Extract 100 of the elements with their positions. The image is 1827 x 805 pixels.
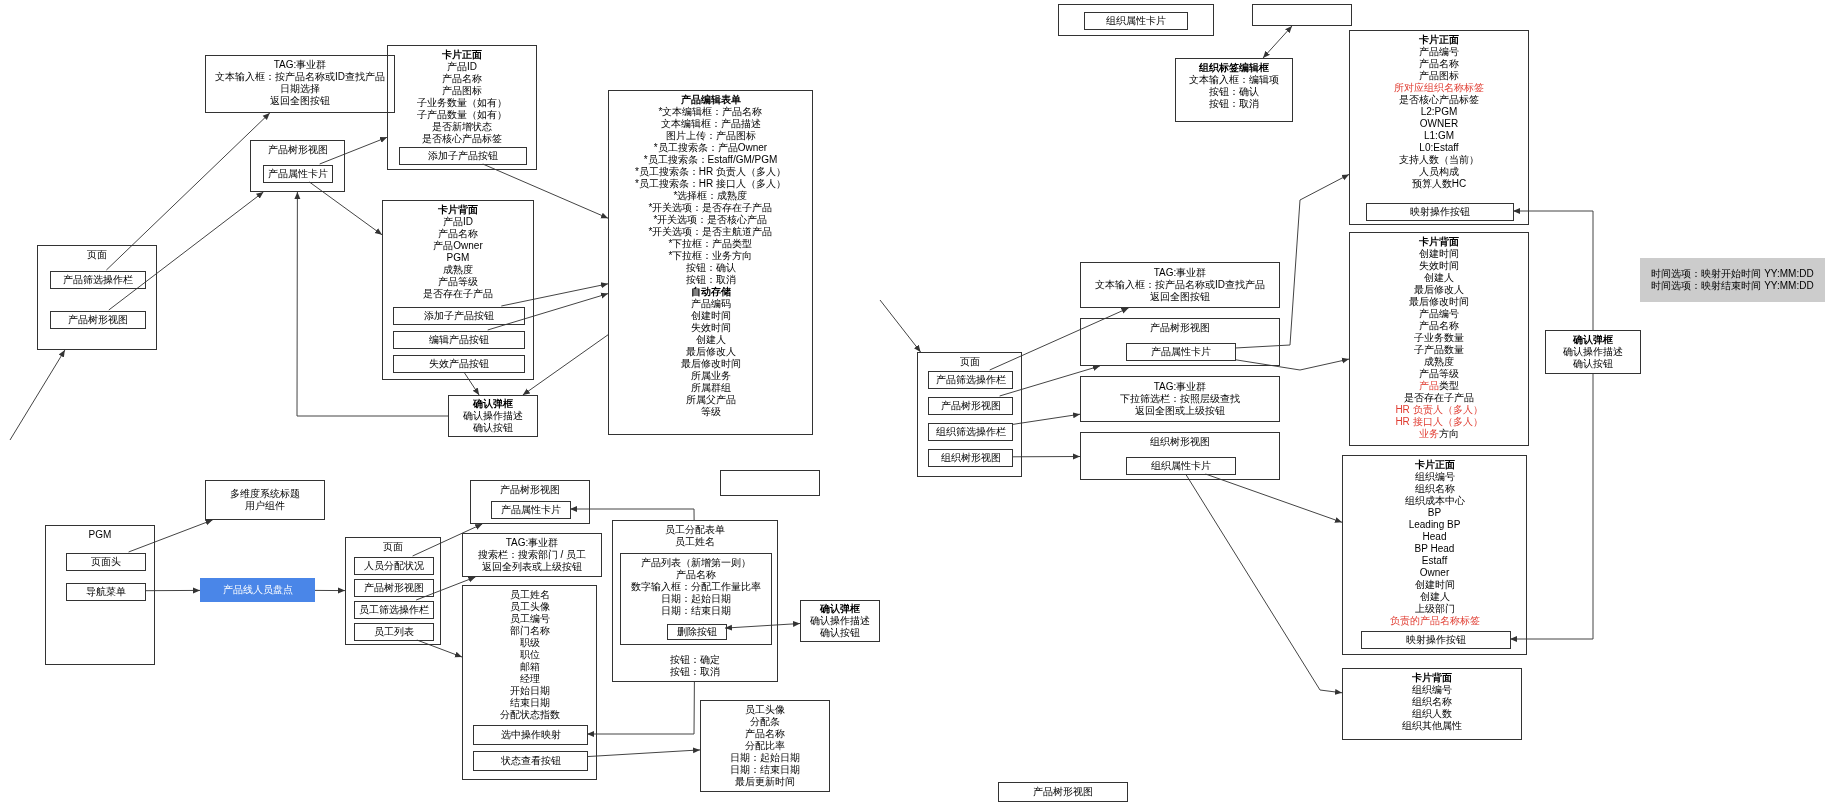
text-line: 最后修改人: [684, 346, 737, 358]
text-line: 子业务数量（如有）: [416, 97, 508, 109]
text-line: 员工头像: [744, 704, 786, 716]
text-line: 所属业务: [689, 370, 732, 382]
text-line: 等级: [699, 406, 722, 418]
text-line: 数字输入框：分配工作量比率: [630, 581, 762, 593]
text-line: 组织成本中心: [1403, 495, 1466, 507]
note-box: [1640, 258, 1825, 302]
text-line: *选择框：成熟度: [672, 190, 749, 202]
component-box: [800, 600, 880, 642]
component-box: [50, 311, 146, 329]
heading: 卡片正面: [441, 49, 483, 61]
text-line: 是否核心产品标签: [1398, 94, 1480, 106]
arrow: [1185, 473, 1343, 695]
arrow: [1205, 473, 1343, 523]
component-box: [393, 355, 525, 373]
text-line: Estaff: [1420, 555, 1449, 567]
component-box: [354, 557, 434, 575]
text-line: 产品属性卡片: [1150, 346, 1212, 358]
text-line: 产品树形视图: [67, 314, 129, 326]
text-line: 失效时间: [1418, 260, 1460, 272]
text-line: *开关选项：是否核心产品: [652, 214, 769, 226]
heading: 产品编辑表单: [679, 94, 742, 106]
text-line: 确认操作描述: [1562, 346, 1624, 358]
component-box: [928, 449, 1013, 467]
text-line: 删除按钮: [676, 626, 718, 638]
arrow: [308, 181, 383, 236]
component-box: [608, 90, 813, 435]
text-line: 导航菜单: [85, 586, 127, 598]
text-line: 组织名称: [1411, 696, 1453, 708]
arrow: [482, 163, 609, 219]
text-line: TAG:事业群: [504, 537, 560, 549]
text-line: 状态查看按钮: [499, 755, 562, 767]
text-line: 页面: [382, 541, 404, 553]
text-line: PGM: [445, 252, 471, 264]
text-line: 开始日期: [508, 685, 551, 697]
text-line: 返回全列表或上级按钮: [481, 561, 583, 573]
heading: 卡片背面: [437, 204, 479, 216]
text-line: 组织筛选操作栏: [934, 426, 1007, 438]
arrow: [108, 191, 264, 311]
heading: 卡片正面: [1413, 459, 1456, 471]
component-box: [399, 147, 527, 165]
text-line: 确认按钮: [472, 422, 514, 434]
arrow: [9, 349, 66, 441]
group-frame: [1349, 30, 1529, 225]
text-line: 产品类型: [1418, 380, 1460, 392]
component-box: [998, 782, 1128, 802]
text-line: 产品树形视图: [499, 484, 561, 496]
text-line: 创建人: [694, 334, 727, 346]
component-box: [1080, 376, 1280, 422]
arrow: [1011, 453, 1081, 460]
text-line: 负责的产品名称标签: [1388, 615, 1481, 627]
group-frame: [1080, 432, 1280, 480]
component-box: [263, 165, 333, 183]
text-line: 添加子产品按钮: [423, 310, 495, 322]
text-line: 产品图标: [1418, 70, 1460, 82]
arrow: [569, 506, 695, 521]
arrow: [1262, 25, 1293, 59]
text-line: 产品名称: [1418, 58, 1460, 70]
text-line: *下拉框：产品类型: [667, 238, 754, 250]
text-line: 部门名称: [508, 625, 551, 637]
text-line: 结束日期: [508, 697, 551, 709]
arrow: [416, 639, 463, 658]
text-line: 人员构成: [1418, 166, 1460, 178]
arrow: [1234, 357, 1350, 371]
text-line: TAG:事业群: [1152, 267, 1208, 279]
text-line: 组织其他属性: [1401, 720, 1463, 732]
text-line: 日期：起始日期: [660, 593, 732, 605]
heading: 确认弹框: [1572, 334, 1614, 346]
text-line: 图片上传：产品图标: [664, 130, 757, 142]
text-line: 组织属性卡片: [1105, 15, 1167, 27]
text-line: Owner: [1418, 567, 1451, 579]
arrow: [319, 136, 388, 165]
text-line: *开关选项：是否主航道产品: [647, 226, 774, 238]
text-line: 产品名称: [675, 569, 717, 581]
component-box: [1126, 457, 1236, 475]
empty-box: [1252, 4, 1352, 26]
text-line: 文本输入框：按产品名称或ID查找产品: [214, 71, 386, 83]
text-line: *开关选项：是否存在子产品: [647, 202, 774, 214]
text-line: 是否存在子产品: [422, 288, 494, 300]
arrow: [144, 587, 201, 594]
text-line: 映射操作按钮: [1405, 634, 1467, 646]
text-line: L1:GM: [1423, 130, 1455, 142]
arrow: [989, 307, 1129, 371]
component-box: [1080, 262, 1280, 308]
text-line: L0:Estaff: [1418, 142, 1460, 154]
text-line: L2:PGM: [1419, 106, 1459, 118]
text-line: 返回全图按钮: [269, 95, 331, 107]
text-line: 时间选项：映射结束时间 YY:MM:DD: [1650, 280, 1815, 292]
group-frame: [462, 585, 597, 780]
text-line: 组织名称: [1413, 483, 1456, 495]
arrow: [294, 191, 449, 417]
text-line: 最后更新时间: [734, 776, 796, 788]
text-line: 创建人: [1418, 591, 1451, 603]
text-line: 文本输入框：按产品名称或ID查找产品: [1094, 279, 1266, 291]
text-line: 页面: [86, 249, 108, 261]
text-line: 分配条: [749, 716, 781, 728]
text-line: 预算人数HC: [1410, 178, 1468, 190]
text-line: 支持人数（当前）: [1398, 154, 1480, 166]
text-line: HR 负责人（多人）: [1394, 404, 1484, 416]
